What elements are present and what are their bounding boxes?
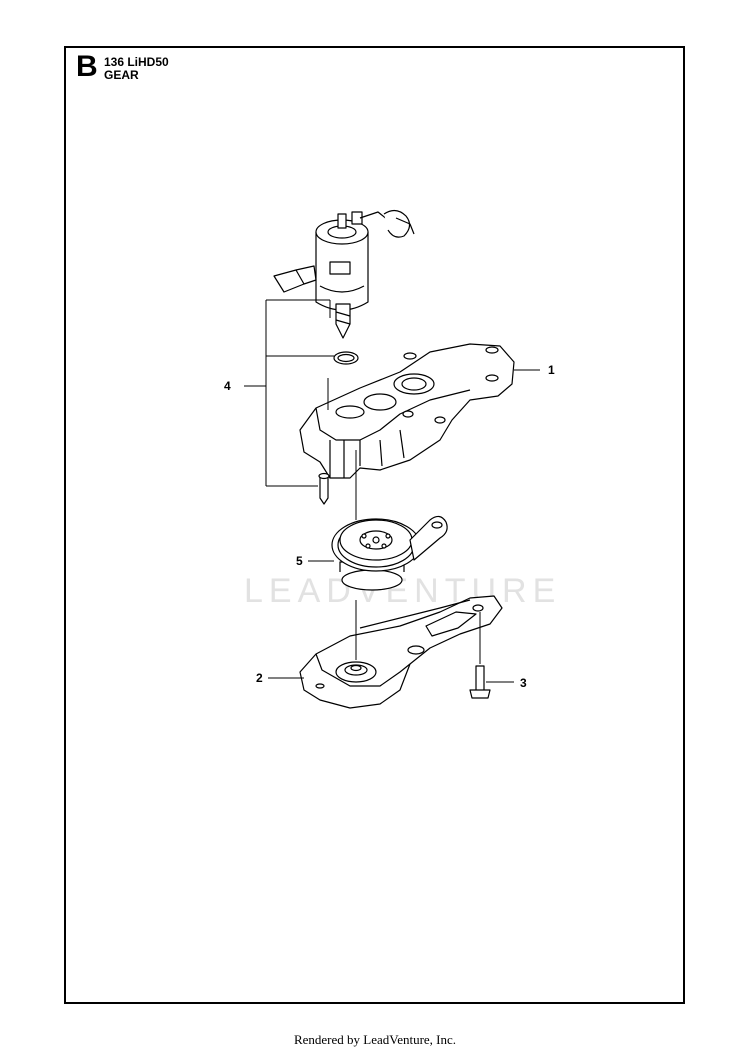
callout-5: 5 xyxy=(296,554,303,568)
diagram-frame xyxy=(64,46,685,1004)
callout-1: 1 xyxy=(548,363,555,377)
gear-housing-part xyxy=(299,343,515,479)
gear-part xyxy=(331,515,448,591)
housing-screw-part xyxy=(318,472,330,505)
callout-3: 3 xyxy=(520,676,527,690)
motor-part xyxy=(273,209,415,339)
callout-4: 4 xyxy=(224,379,231,393)
callout-2: 2 xyxy=(256,671,263,685)
section-letter: B xyxy=(76,50,98,83)
base-plate-part xyxy=(299,595,503,709)
assembly-subtitle: GEAR xyxy=(104,68,139,82)
base-screw-part xyxy=(469,665,491,699)
model-title: 136 LiHD50 xyxy=(104,55,169,69)
footer-credit: Rendered by LeadVenture, Inc. xyxy=(293,1032,457,1047)
